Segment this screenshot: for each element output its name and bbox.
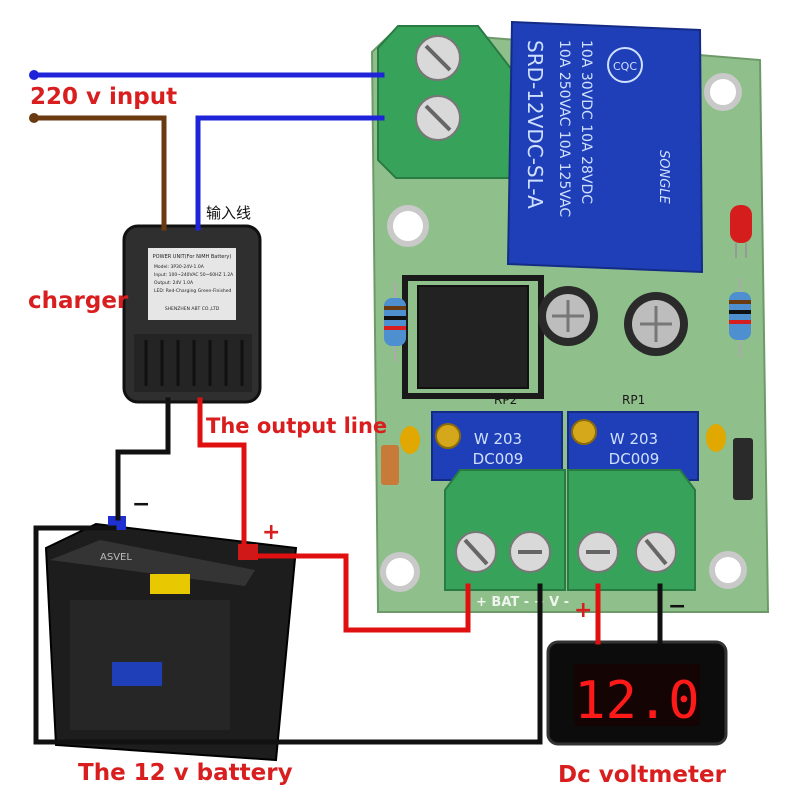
output-terminal-block — [444, 469, 696, 591]
ceramic-capacitor — [706, 424, 726, 452]
rp1-label: RP1 — [622, 393, 645, 407]
battery-brand-text: ASVEL — [100, 552, 132, 563]
pot-text: W 203 — [610, 430, 658, 448]
svg-text:LED: Red-Charging Green-Finish: LED: Red-Charging Green-Finished — [154, 288, 232, 294]
pot-text: DC009 — [473, 450, 524, 468]
output-line-label: The output line — [206, 414, 388, 438]
battery-logo — [112, 662, 162, 686]
input-terminal-block — [377, 25, 513, 179]
capacitor — [624, 292, 688, 356]
pot-text: DC009 — [609, 450, 660, 468]
resistor — [384, 282, 406, 362]
battery-minus-sign: − — [132, 492, 151, 517]
potentiometer-rp1: W 203 DC009 — [567, 411, 699, 481]
led — [730, 205, 752, 258]
relay-rating-text: 10A 30VDC 10A 28VDC — [578, 40, 594, 204]
pot-text: W 203 — [474, 430, 522, 448]
mount-hole — [704, 73, 742, 111]
mount-hole — [387, 205, 429, 247]
diode — [733, 438, 753, 500]
relay-logo-text: CQC — [613, 60, 637, 73]
svg-text:Model: 3P30-24V-1.0A: Model: 3P30-24V-1.0A — [154, 264, 205, 270]
rp2-label: RP2 — [494, 393, 517, 407]
voltmeter-label: Dc voltmeter — [558, 762, 726, 788]
svg-text:POWER UNIT(For NiMH Battery): POWER UNIT(For NiMH Battery) — [153, 254, 232, 260]
relay-brand-text: SONGLE — [656, 150, 671, 205]
diode — [381, 445, 399, 485]
voltmeter-plus-sign: + — [574, 598, 593, 623]
relay: SRD-12VDC-SL-A 10A 250VAC 10A 125VAC 10A… — [506, 20, 704, 274]
voltmeter: 12.0 — [546, 640, 728, 746]
potentiometer-rp2: W 203 DC009 — [431, 411, 563, 481]
voltmeter-reading: 12.0 — [574, 671, 699, 731]
mount-hole — [380, 552, 420, 592]
wires — [29, 70, 663, 745]
capacitor — [538, 286, 598, 346]
charger: POWER UNIT(For NiMH Battery) Model: 3P30… — [122, 224, 262, 404]
voltmeter-minus-sign: − — [668, 594, 687, 619]
battery: ASVEL — [44, 516, 298, 762]
input-cn-label: 输入线 — [206, 204, 252, 222]
relay-rating-text: 10A 250VAC 10A 125VAC — [556, 40, 572, 217]
svg-text:Output: 24V 1.0A: Output: 24V 1.0A — [154, 280, 194, 286]
battery-positive-terminal — [238, 544, 258, 560]
svg-text:SHENZHEN ABT CO.,LTD: SHENZHEN ABT CO.,LTD — [165, 306, 220, 312]
ceramic-capacitor — [400, 426, 420, 454]
battery-label: The 12 v battery — [78, 760, 293, 786]
input-label: 220 v input — [30, 84, 178, 110]
relay-model-text: SRD-12VDC-SL-A — [523, 40, 547, 209]
resistor — [729, 278, 751, 358]
battery-plus-sign: + — [262, 520, 281, 545]
ic-chip — [402, 275, 544, 399]
mount-hole — [709, 551, 747, 589]
terminal-silk-label: + BAT - + V - — [476, 595, 569, 610]
svg-text:Input: 100~240VAC 50~60HZ 1.2A: Input: 100~240VAC 50~60HZ 1.2A — [154, 272, 234, 278]
relay-logo — [607, 47, 643, 83]
charger-label: charger — [28, 288, 129, 314]
